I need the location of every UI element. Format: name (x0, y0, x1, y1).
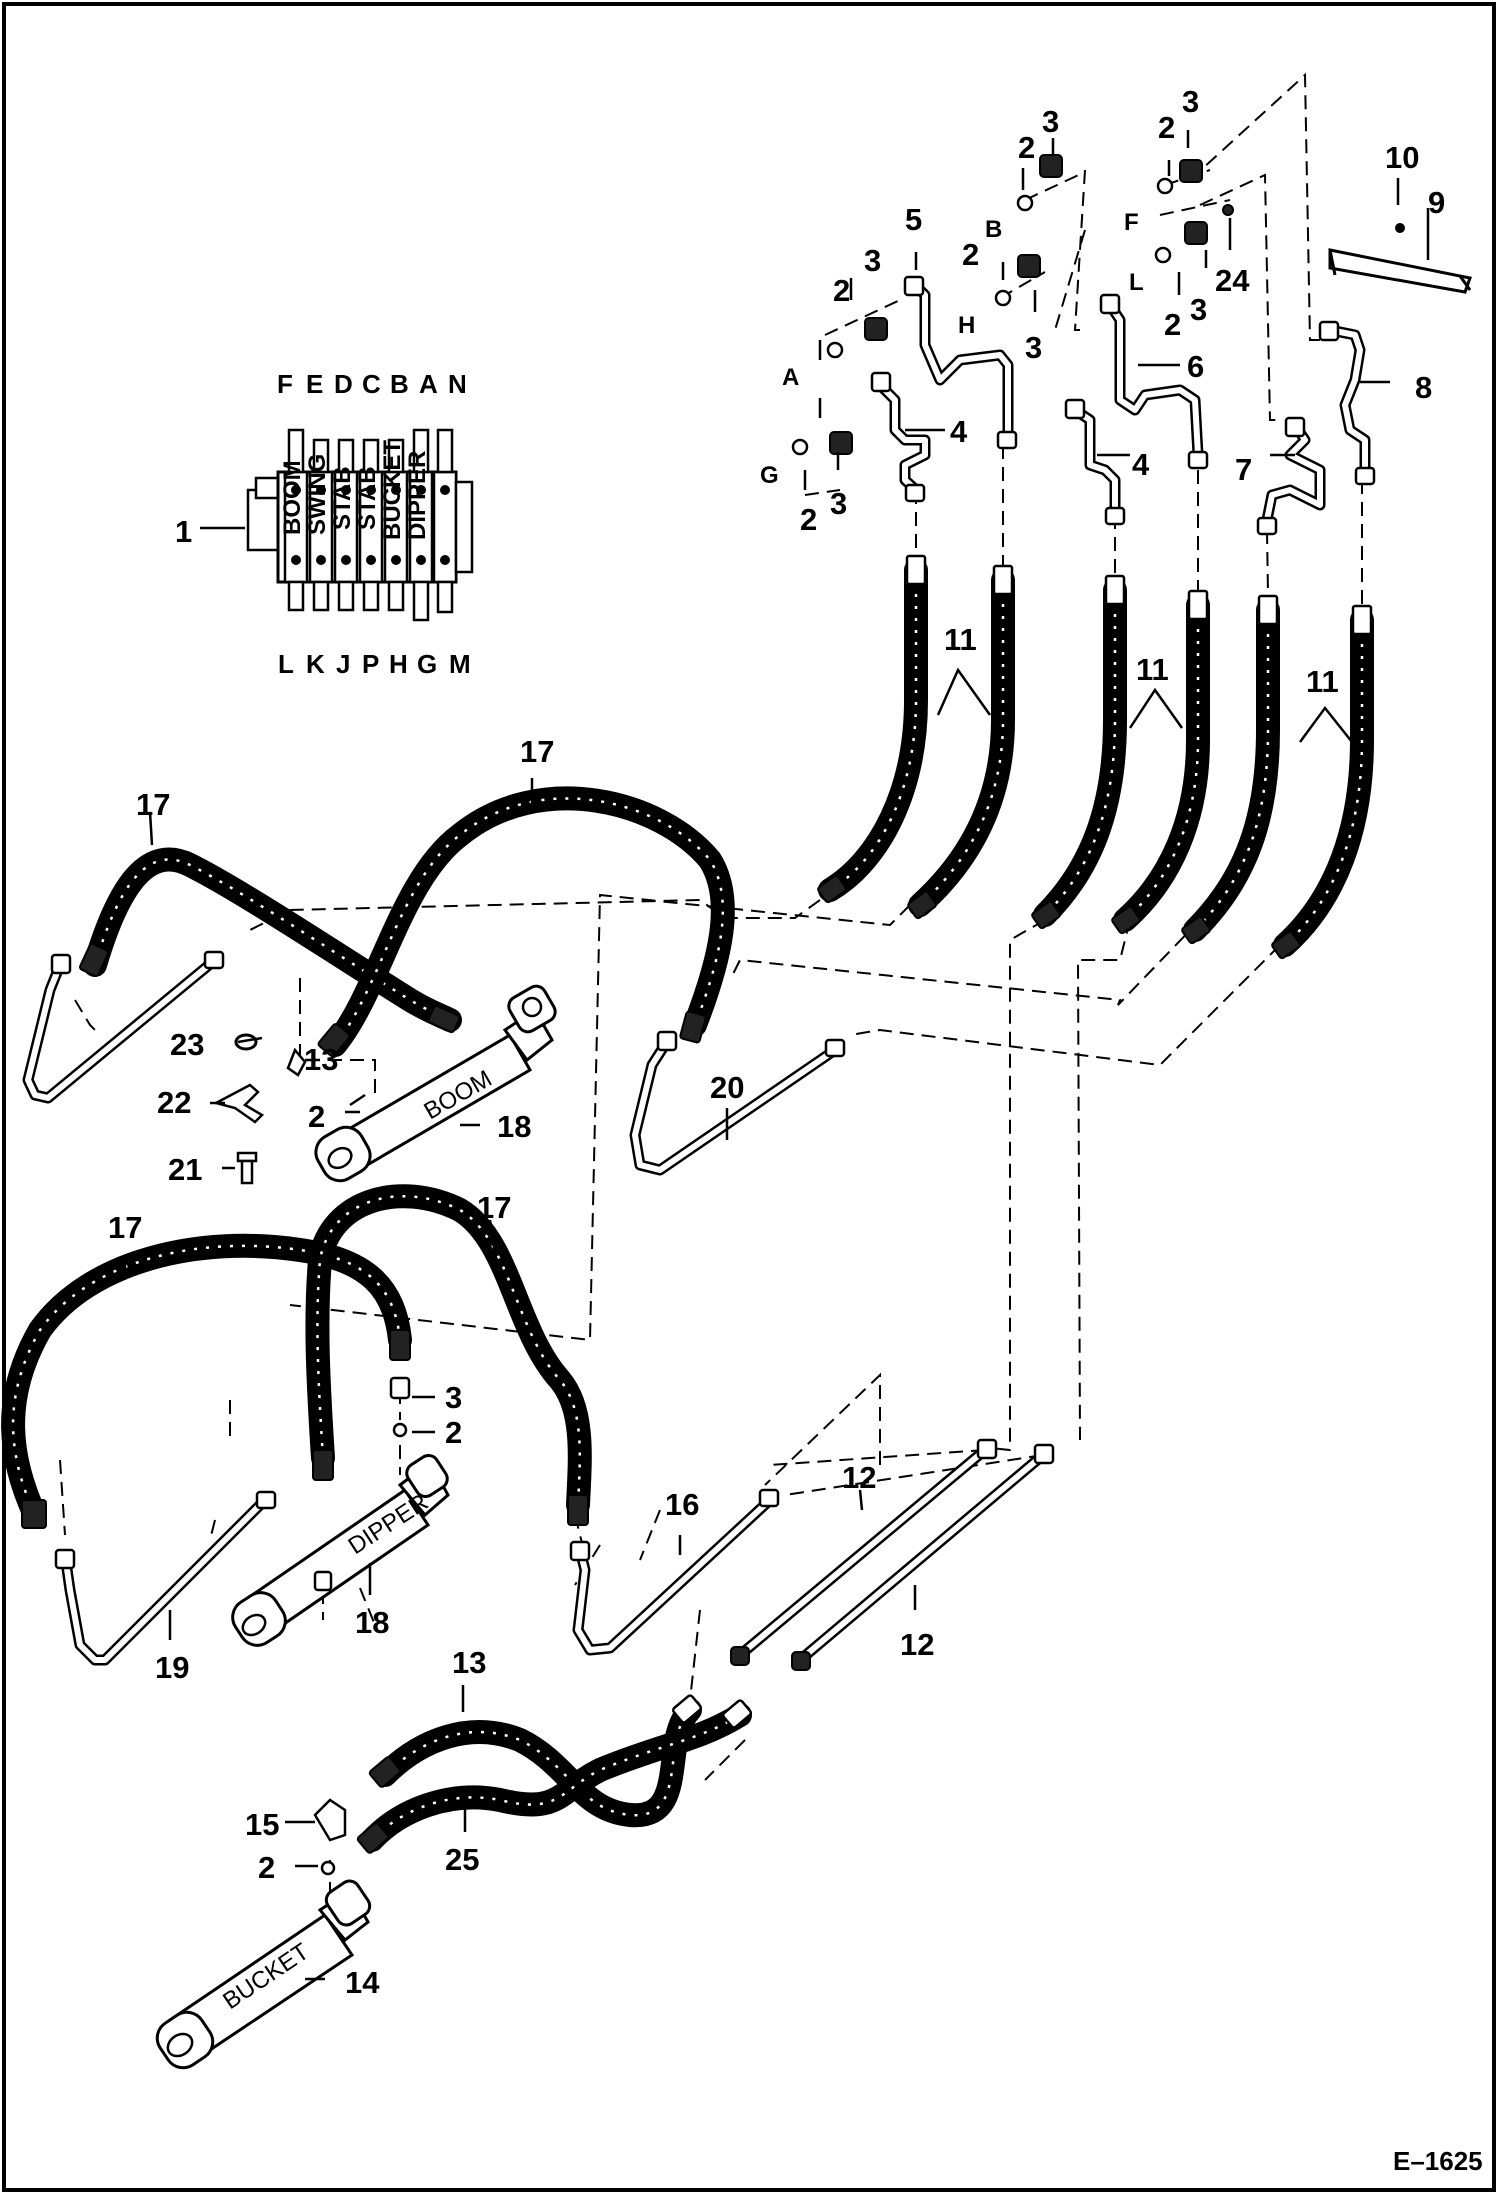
boom-elbow-fitting (286, 1047, 307, 1077)
port-letter-side: B (985, 216, 1002, 243)
callout-15: 15 (245, 1807, 279, 1842)
callout-23: 23 (170, 1027, 204, 1062)
port-letter-bottom: K (306, 649, 325, 679)
callout-21: 21 (168, 1152, 202, 1187)
callout-10: 10 (1385, 140, 1419, 175)
port-letter-top: B (390, 369, 409, 399)
port-letter-top: D (334, 369, 353, 399)
callout-numbers: 1 2 3 4 5 6 7 8 9 10 11 12 13 14 15 16 1… (108, 84, 1445, 2000)
hose-group-11 (817, 554, 1374, 960)
callout-2: 2 (1018, 130, 1035, 165)
port-letter-bottom: P (362, 649, 379, 679)
callout-5: 5 (905, 202, 922, 237)
callout-14: 14 (345, 1965, 380, 2000)
callout-2: 2 (800, 502, 817, 537)
callout-13: 13 (304, 1042, 338, 1077)
port-letter-side: A (782, 364, 799, 391)
port-letter-bottom: L (278, 649, 294, 679)
valve-section-label: STAB (329, 466, 356, 530)
callout-17: 17 (520, 734, 554, 769)
callout-2: 2 (1164, 307, 1181, 342)
port-letter-top: A (419, 369, 438, 399)
tubes-12 (730, 1438, 1055, 1671)
port-letter-top: N (448, 369, 467, 399)
callout-17: 17 (108, 1210, 142, 1245)
port-letter-bottom: H (389, 649, 408, 679)
figure-id: E–1625 (1393, 2146, 1483, 2176)
bucket-cylinder: BUCKET (155, 1879, 372, 2070)
callout-20: 20 (710, 1070, 744, 1105)
valve-section-label: STAB (354, 466, 381, 530)
dipper-hoses (1, 1184, 592, 1529)
steel-tubes-top (870, 275, 1376, 536)
callout-11: 11 (1136, 652, 1169, 687)
callout-3: 3 (830, 486, 847, 521)
callout-16: 16 (665, 1487, 699, 1522)
valve-section-label: DIPPER (404, 451, 431, 540)
bucket-elbow-fitting (313, 1798, 347, 1876)
valve-section-label: SWING (304, 454, 331, 535)
boom-hoses (79, 786, 735, 1057)
port-letter-side: L (1129, 269, 1144, 296)
callout-4: 4 (1132, 447, 1150, 482)
callout-3: 3 (1042, 104, 1059, 139)
port-letter-side: H (958, 312, 975, 339)
port-letter-bottom: M (449, 649, 471, 679)
port-letter-bottom: G (417, 649, 437, 679)
callout-24: 24 (1215, 263, 1250, 298)
port-letter-top: C (362, 369, 381, 399)
callout-2: 2 (962, 237, 979, 272)
callout-8: 8 (1415, 370, 1432, 405)
callout-13: 13 (452, 1645, 486, 1680)
callout-9: 9 (1428, 185, 1445, 220)
callout-17: 17 (477, 1190, 511, 1225)
control-valve: BOOM SWING STAB STAB BUCKET DIPPER (246, 428, 474, 622)
callout-4: 4 (950, 414, 968, 449)
callout-leaders (123, 130, 1430, 1981)
callout-3: 3 (864, 243, 881, 278)
port-letter-bottom: J (336, 649, 350, 679)
port-letter-side: G (760, 462, 779, 489)
callout-18: 18 (355, 1605, 389, 1640)
steel-tubes-lower (22, 950, 846, 1666)
routing-dashed-lines (59, 72, 1363, 1910)
hardware-parts (212, 1033, 265, 1185)
dipper-cylinder: DIPPER (231, 1453, 450, 1647)
callout-1: 1 (175, 514, 192, 549)
callout-6: 6 (1187, 349, 1204, 384)
callout-3: 3 (1182, 84, 1199, 119)
callout-2: 2 (1158, 110, 1175, 145)
callout-22: 22 (157, 1085, 191, 1120)
port-letter-top: F (277, 369, 293, 399)
callout-18: 18 (497, 1109, 531, 1144)
valve-section-label: BOOM (279, 460, 306, 535)
port-letter-side: F (1124, 209, 1139, 236)
valve-port-letters: F E D C B A N L K J P H G M A G B H F L (277, 209, 1144, 679)
callout-11: 11 (1306, 664, 1339, 699)
callout-12: 12 (842, 1460, 876, 1495)
callout-2: 2 (445, 1415, 462, 1450)
callout-17: 17 (136, 787, 170, 822)
bucket-hoses (356, 1694, 753, 1854)
callout-19: 19 (155, 1650, 189, 1685)
port-letter-top: E (306, 369, 323, 399)
callout-11: 11 (944, 622, 977, 657)
callout-2: 2 (258, 1850, 275, 1885)
callout-3: 3 (1025, 330, 1042, 365)
callout-3: 3 (445, 1380, 462, 1415)
callout-3: 3 (1190, 292, 1207, 327)
callout-25: 25 (445, 1842, 479, 1877)
port-fittings (791, 154, 1234, 456)
callout-2: 2 (308, 1099, 325, 1134)
valve-section-label: BUCKET (379, 440, 406, 540)
callout-7: 7 (1235, 452, 1252, 487)
callout-12: 12 (900, 1627, 934, 1662)
mounting-bracket (1328, 223, 1472, 294)
callout-2: 2 (833, 273, 850, 308)
